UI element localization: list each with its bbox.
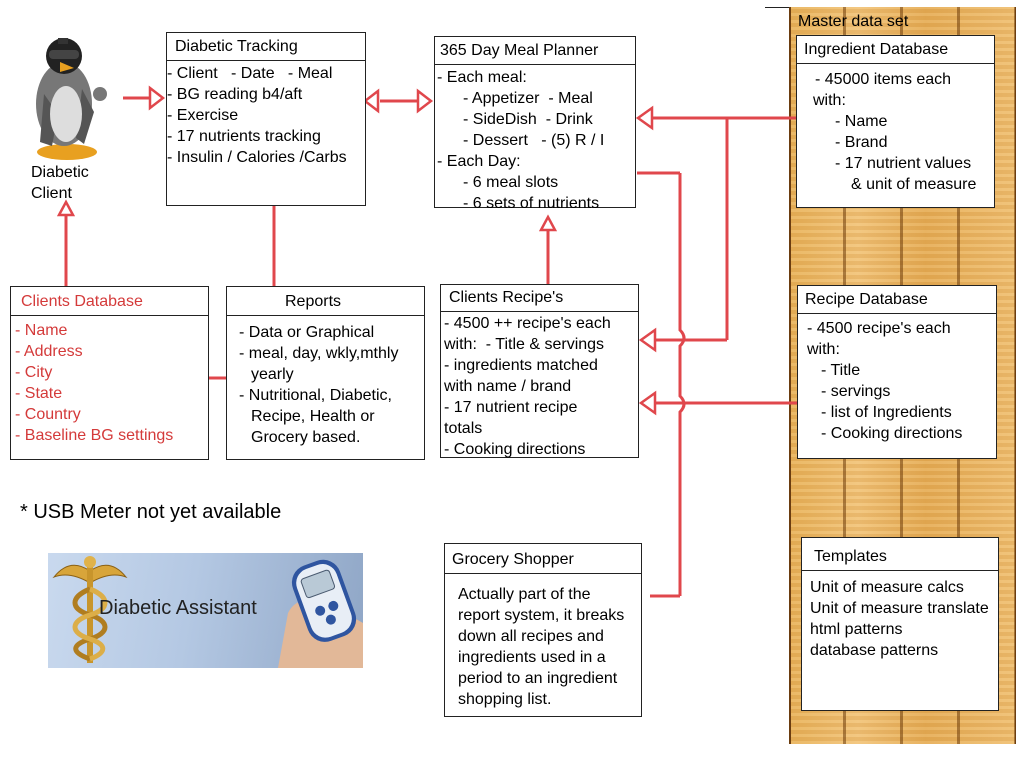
templates-box: Templates Unit of measure calcs Unit of … <box>801 537 999 711</box>
reports-box: Reports - Data or Graphical - meal, day,… <box>226 286 425 460</box>
ingredient-line: - 45000 items each <box>815 71 952 88</box>
templates-line: Unit of measure translate <box>810 600 989 617</box>
clients-recipes-title: Clients Recipe's <box>441 285 638 312</box>
clients-db-line: - Address <box>15 343 83 360</box>
tracking-line: - Client - Date - Meal <box>167 65 333 82</box>
clients-recipes-line: - Cooking directions <box>444 441 586 458</box>
planner-line: - Each Day: <box>437 153 521 170</box>
caduceus-icon <box>52 556 128 663</box>
templates-line: database patterns <box>810 642 939 659</box>
client-label-line1: Diabetic <box>31 164 89 181</box>
tracking-line: - Insulin / Calories /Carbs <box>167 149 347 166</box>
client-label: Diabetic Client <box>31 162 89 204</box>
clients-recipes-line: - 17 nutrient recipe <box>444 399 578 416</box>
grocery-line: Actually part of the <box>458 586 591 603</box>
ingredient-line: - Name <box>835 113 888 130</box>
ingredient-database-title: Ingredient Database <box>797 36 994 64</box>
planner-line: - Dessert - (5) R / I <box>463 132 605 149</box>
clients-recipes-line: with name / brand <box>444 378 572 395</box>
meal-planner-title: 365 Day Meal Planner <box>435 37 635 65</box>
templates-line: html patterns <box>810 621 903 638</box>
recipe-db-line: - Title <box>821 362 861 379</box>
clients-recipes-line: - ingredients matched <box>444 357 598 374</box>
tracking-line: - BG reading b4/aft <box>167 86 303 103</box>
clients-recipes-box: Clients Recipe's - 4500 ++ recipe's each… <box>440 284 639 458</box>
planner-line: - 6 sets of nutrients <box>463 195 600 212</box>
ingredient-line: & unit of measure <box>851 176 977 193</box>
clients-db-line: - Country <box>15 406 81 423</box>
grocery-line: ingredients used in a <box>458 649 606 666</box>
reports-line: yearly <box>251 366 294 383</box>
clients-db-line: - Name <box>15 322 68 339</box>
ingredient-line: - 17 nutrient values <box>835 155 972 172</box>
diabetic-assistant-banner: Diabetic Assistant <box>48 553 363 668</box>
clients-db-line: - Baseline BG settings <box>15 427 174 444</box>
templates-title: Templates <box>802 538 998 571</box>
reports-title: Reports <box>227 287 424 316</box>
diabetic-tracking-box: Diabetic Tracking - Client - Date - Meal… <box>166 32 366 206</box>
recipe-db-line: with: <box>807 341 840 358</box>
diabetic-client-penguin-icon <box>36 38 107 160</box>
grocery-line: period to an ingredient <box>458 670 618 687</box>
grocery-line: shopping list. <box>458 691 552 708</box>
tracking-line: - Exercise <box>167 107 239 124</box>
grocery-shopper-box: Grocery Shopper Actually part of the rep… <box>444 543 642 717</box>
master-data-title: Master data set <box>798 13 909 30</box>
clients-database-box: Clients Database - Name - Address - City… <box>10 286 209 460</box>
reports-line: - Nutritional, Diabetic, <box>239 387 392 404</box>
recipe-db-line: - 4500 recipe's each <box>807 320 951 337</box>
panel-top-edge <box>765 7 795 8</box>
reports-line: Recipe, Health or <box>251 408 375 425</box>
reports-line: Grocery based. <box>251 429 361 446</box>
grocery-line: down all recipes and <box>458 628 604 645</box>
banner-title: Diabetic Assistant <box>99 597 257 619</box>
planner-line: - SideDish - Drink <box>463 111 593 128</box>
planner-line: - Appetizer - Meal <box>463 90 593 107</box>
recipe-db-line: - servings <box>821 383 891 400</box>
glucose-meter-icon <box>278 559 363 668</box>
tracking-line: - 17 nutrients tracking <box>167 128 321 145</box>
recipe-db-line: - Cooking directions <box>821 425 963 442</box>
recipe-database-title: Recipe Database <box>798 286 996 314</box>
clients-recipes-line: totals <box>444 420 483 437</box>
clients-db-line: - State <box>15 385 63 402</box>
recipe-database-box: Recipe Database - 4500 recipe's each wit… <box>797 285 997 459</box>
planner-line: - Each meal: <box>437 69 527 86</box>
planner-line: - 6 meal slots <box>463 174 559 191</box>
clients-recipes-line: with: - Title & servings <box>444 336 605 353</box>
ingredient-database-box: Ingredient Database - 45000 items each w… <box>796 35 995 208</box>
ingredient-line: with: <box>813 92 846 109</box>
clients-database-title: Clients Database <box>11 287 208 316</box>
client-label-line2: Client <box>31 185 72 202</box>
grocery-shopper-title: Grocery Shopper <box>445 544 641 574</box>
ingredient-line: - Brand <box>835 134 888 151</box>
meal-planner-box: 365 Day Meal Planner - Each meal: - Appe… <box>434 36 636 212</box>
diabetic-tracking-title: Diabetic Tracking <box>167 33 365 61</box>
recipe-db-line: - list of Ingredients <box>821 404 952 421</box>
templates-line: Unit of measure calcs <box>810 579 964 596</box>
usb-meter-note: * USB Meter not yet available <box>20 501 282 523</box>
clients-db-line: - City <box>15 364 53 381</box>
grocery-line: report system, it breaks <box>458 607 625 624</box>
reports-line: - meal, day, wkly,mthly <box>239 345 399 362</box>
reports-line: - Data or Graphical <box>239 324 375 341</box>
clients-recipes-line: - 4500 ++ recipe's each <box>444 315 611 332</box>
